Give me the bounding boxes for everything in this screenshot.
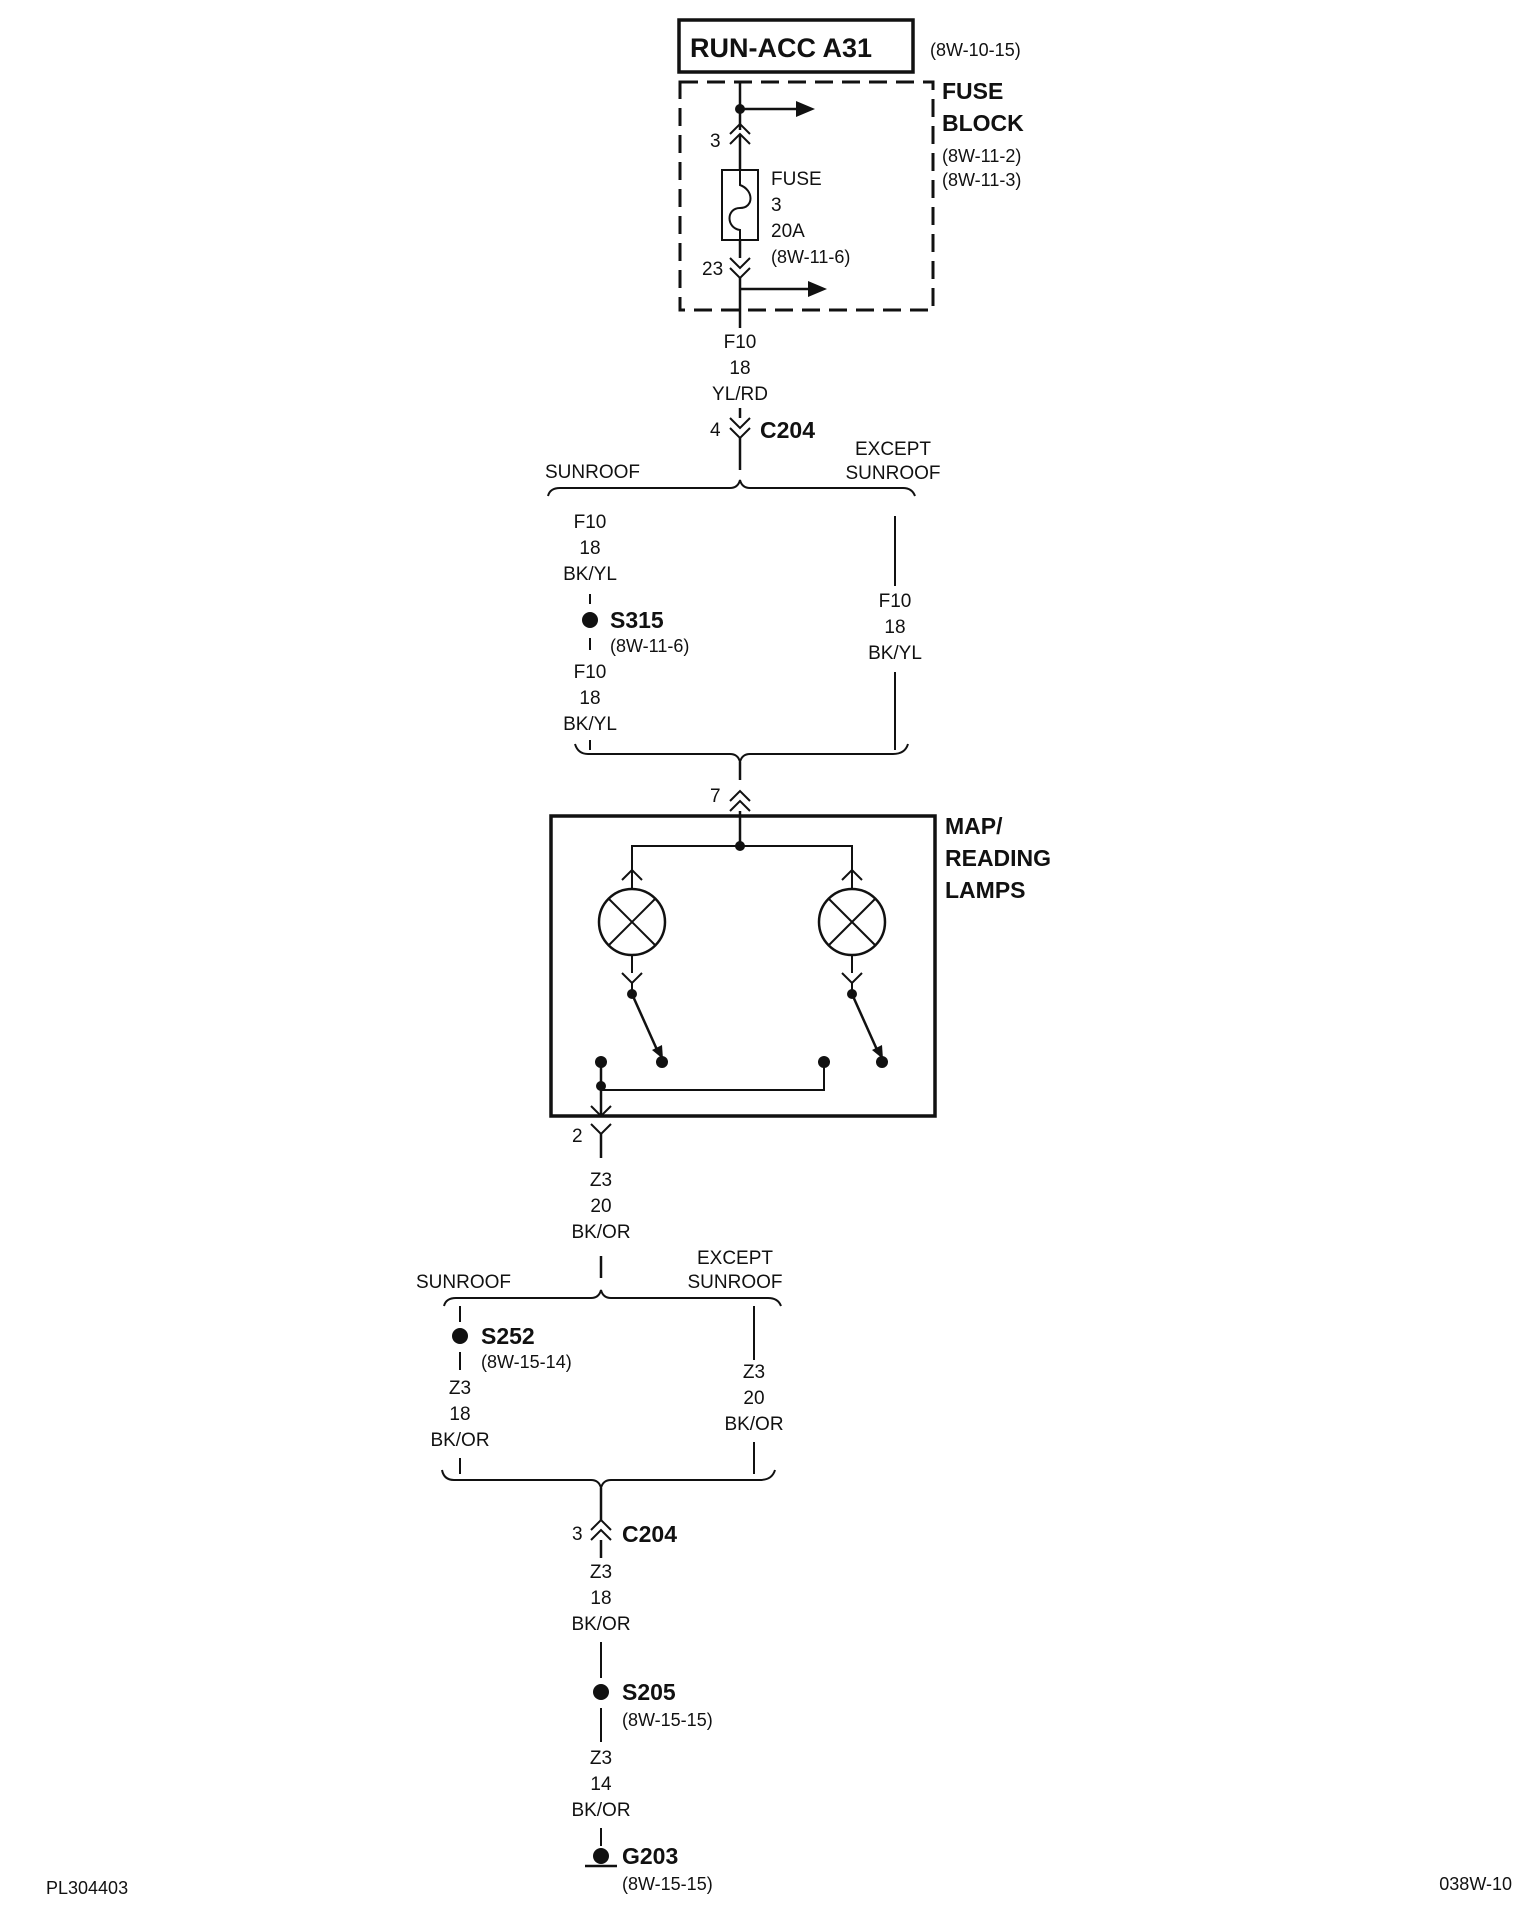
splice-s252: S252 (8W-15-14) [452, 1323, 572, 1372]
svg-text:Z3: Z3 [743, 1362, 765, 1383]
wire-z3-after-c204: Z3 18 BK/OR [571, 1562, 630, 1635]
fuse-block-ref-1: (8W-11-2) [942, 146, 1021, 166]
branch-top-except-2: SUNROOF [846, 463, 941, 484]
footer-left: PL304403 [46, 1878, 128, 1898]
svg-text:F10: F10 [724, 332, 757, 353]
lamps-title-3: LAMPS [945, 877, 1026, 903]
svg-text:BK/OR: BK/OR [430, 1430, 489, 1451]
svg-text:BK/OR: BK/OR [571, 1222, 630, 1243]
svg-text:14: 14 [590, 1774, 612, 1795]
svg-text:S315: S315 [610, 607, 664, 633]
source-label: RUN-ACC A31 [690, 33, 872, 63]
fuse-pin-in: 3 [710, 131, 721, 152]
svg-text:(8W-15-14): (8W-15-14) [481, 1352, 572, 1372]
wire-f10-main-label: F10 18 YL/RD [712, 332, 768, 405]
lamp-left-icon [597, 887, 667, 957]
connector-lamps-pin-2: 2 [572, 1123, 612, 1147]
svg-text:C204: C204 [760, 417, 815, 443]
svg-text:3: 3 [572, 1524, 583, 1545]
svg-text:Z3: Z3 [449, 1378, 471, 1399]
svg-text:18: 18 [449, 1404, 470, 1425]
svg-text:F10: F10 [574, 662, 607, 683]
branch-bottom-sunroof: SUNROOF [416, 1272, 511, 1293]
svg-text:BK/OR: BK/OR [571, 1614, 630, 1635]
connector-c204-top: 4 C204 [710, 417, 815, 443]
svg-text:20: 20 [590, 1196, 611, 1217]
splice-s205: S205 (8W-15-15) [593, 1679, 713, 1730]
svg-text:C204: C204 [622, 1521, 677, 1547]
branch-bracket-top: SUNROOF EXCEPT SUNROOF [545, 439, 941, 497]
svg-text:S252: S252 [481, 1323, 535, 1349]
branch-top-sunroof: SUNROOF [545, 462, 640, 483]
connector-lamps-pin-7: 7 [710, 786, 751, 812]
svg-text:4: 4 [710, 420, 721, 441]
svg-text:S205: S205 [622, 1679, 676, 1705]
lamp-left-switch-icon [630, 993, 668, 1068]
svg-text:18: 18 [884, 617, 905, 638]
lamp-right-switch-icon [850, 993, 888, 1068]
svg-text:G203: G203 [622, 1843, 678, 1869]
svg-text:BK/OR: BK/OR [571, 1800, 630, 1821]
wire-z3-sunroof: Z3 18 BK/OR [430, 1378, 489, 1451]
splice-s315: S315 (8W-11-6) [582, 607, 689, 656]
ground-icon [585, 1848, 617, 1868]
wire-z3-lamp-out: Z3 20 BK/OR [571, 1170, 630, 1243]
svg-text:F10: F10 [574, 512, 607, 533]
branch-top-except-1: EXCEPT [855, 439, 931, 460]
fuse-block-ref-2: (8W-11-3) [942, 170, 1021, 190]
wire-f10-sunroof-upper: F10 18 BK/YL [563, 512, 617, 585]
svg-text:18: 18 [590, 1588, 611, 1609]
fuse-block-title-1: FUSE [942, 78, 1003, 104]
lamps-title-1: MAP/ [945, 813, 1003, 839]
wire-f10-sunroof-lower: F10 18 BK/YL [563, 662, 617, 735]
ground-g203: G203 (8W-15-15) [585, 1843, 713, 1894]
svg-text:YL/RD: YL/RD [712, 384, 768, 405]
svg-text:BK/YL: BK/YL [563, 564, 617, 585]
svg-text:Z3: Z3 [590, 1562, 612, 1583]
lamps-title-2: READING [945, 845, 1051, 871]
fuse-ref: (8W-11-6) [771, 247, 850, 267]
map-reading-lamps: MAP/ READING LAMPS [549, 811, 1051, 1118]
svg-text:Z3: Z3 [590, 1748, 612, 1769]
fuse-block-title-2: BLOCK [942, 110, 1024, 136]
branch-bracket-bottom: SUNROOF EXCEPT SUNROOF [416, 1248, 783, 1307]
wire-f10-except: F10 18 BK/YL [868, 591, 922, 664]
svg-text:(8W-15-15): (8W-15-15) [622, 1874, 713, 1894]
svg-text:BK/OR: BK/OR [724, 1414, 783, 1435]
connector-c204-bottom: 3 C204 [572, 1488, 677, 1547]
wire-z3-ground: Z3 14 BK/OR [571, 1748, 630, 1821]
branch-bottom-except-1: EXCEPT [697, 1248, 773, 1269]
svg-text:(8W-15-15): (8W-15-15) [622, 1710, 713, 1730]
fuse-name: FUSE [771, 169, 822, 190]
svg-text:BK/YL: BK/YL [563, 714, 617, 735]
svg-text:18: 18 [579, 538, 600, 559]
svg-text:18: 18 [579, 688, 600, 709]
svg-text:(8W-11-6): (8W-11-6) [610, 636, 689, 656]
lamp-right-icon [817, 887, 887, 957]
fuse-number: 3 [771, 195, 782, 216]
fuse-pin-out: 23 [702, 259, 723, 280]
svg-text:18: 18 [729, 358, 750, 379]
branch-bottom-except-2: SUNROOF [688, 1272, 783, 1293]
svg-text:7: 7 [710, 786, 721, 807]
svg-text:BK/YL: BK/YL [868, 643, 922, 664]
wire-z3-except: Z3 20 BK/OR [724, 1362, 783, 1435]
svg-text:F10: F10 [879, 591, 912, 612]
source-ref: (8W-10-15) [930, 40, 1021, 60]
fuse-rating: 20A [771, 221, 805, 242]
svg-text:Z3: Z3 [590, 1170, 612, 1191]
svg-text:20: 20 [743, 1388, 764, 1409]
footer-right: 038W-10 [1439, 1874, 1512, 1894]
svg-text:2: 2 [572, 1126, 583, 1147]
fuse-block: FUSE BLOCK (8W-11-2) (8W-11-3) 3 FUSE 3 … [678, 78, 1024, 312]
source-box: RUN-ACC A31 (8W-10-15) [677, 18, 1021, 74]
